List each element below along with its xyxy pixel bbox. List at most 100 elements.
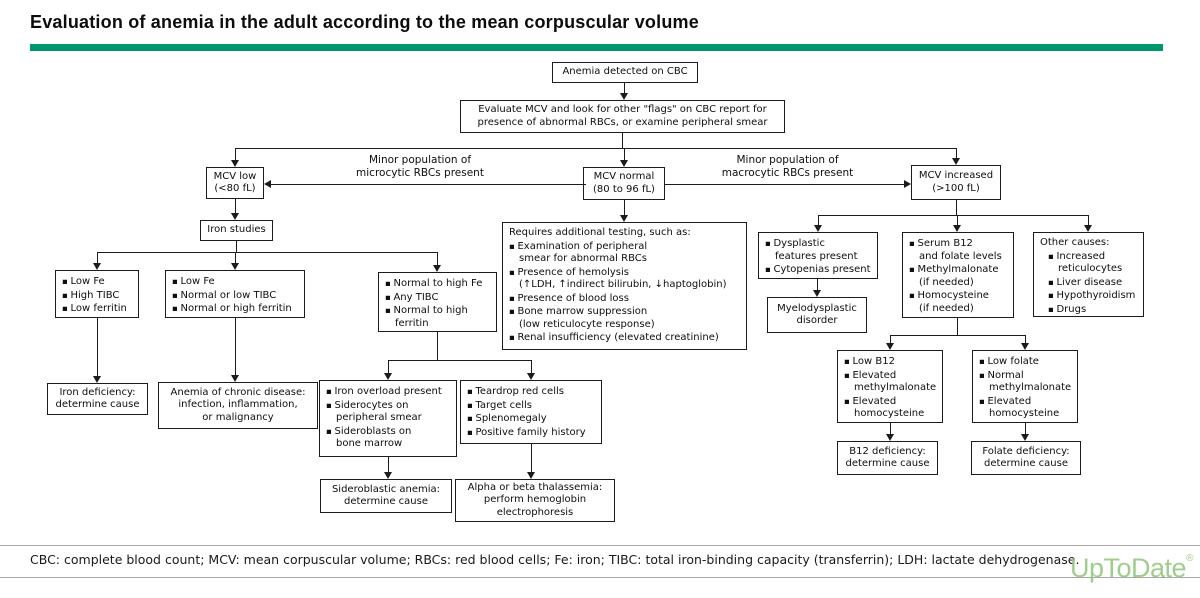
bullet-list: Dysplastic features presentCytopenias pr… — [765, 238, 874, 277]
bullet-item: Normal to high Fe — [385, 278, 493, 291]
bullet-item: Presence of hemolysis (↑LDH, ↑indirect b… — [509, 267, 743, 292]
bullet-list: Serum B12 and folate levelsMethylmalonat… — [909, 238, 1010, 315]
arrowhead-left — [264, 180, 271, 188]
bullet-item: Normal to high ferritin — [385, 305, 493, 330]
node-mcv-increased: MCV increased (>100 fL) — [911, 165, 1001, 200]
arrowhead-down — [813, 290, 821, 297]
bullet-item: Normal methylmalonate — [979, 370, 1074, 395]
connector-line — [235, 199, 236, 213]
connector-line — [235, 148, 956, 149]
node-high-iron-pattern: Normal to high FeAny TIBCNormal to high … — [378, 272, 497, 332]
bullet-item: Teardrop red cells — [467, 386, 598, 399]
label-minor-macrocytic: Minor population of macrocytic RBCs pres… — [721, 154, 854, 179]
bullet-item: Normal or low TIBC — [172, 290, 301, 303]
arrowhead-down — [384, 373, 392, 380]
node-mcv-normal: MCV normal (80 to 96 fL) — [583, 167, 665, 200]
arrowhead-down — [527, 472, 535, 479]
registered-trademark-icon: ® — [1186, 553, 1193, 564]
bullet-item: High TIBC — [62, 290, 135, 303]
connector-line — [235, 148, 236, 160]
connector-line — [665, 184, 904, 185]
bullet-item: Splenomegaly — [467, 413, 598, 426]
bullet-item: Siderocytes on peripheral smear — [326, 400, 453, 425]
bullet-item: Low ferritin — [62, 303, 135, 316]
arrowhead-right — [904, 180, 911, 188]
node-chronic-disease-pattern: Low FeNormal or low TIBCNormal or high f… — [165, 270, 305, 318]
connector-line — [957, 215, 958, 225]
node-teardrop: Teardrop red cellsTarget cellsSplenomega… — [460, 380, 602, 444]
bullet-list: Normal to high FeAny TIBCNormal to high … — [385, 278, 493, 330]
bullet-list: Iron overload presentSiderocytes on peri… — [326, 386, 453, 451]
arrowhead-down — [231, 160, 239, 167]
arrowhead-down — [814, 225, 822, 232]
node-evaluate-mcv: Evaluate MCV and look for other "flags" … — [460, 100, 785, 133]
bullet-item: Hypothyroidism — [1048, 290, 1140, 303]
connector-line — [531, 360, 532, 373]
connector-line — [890, 335, 1025, 336]
connector-line — [97, 252, 98, 263]
node-title: Requires additional testing, such as: — [509, 227, 691, 238]
arrowhead-down — [1084, 225, 1092, 232]
connector-line — [97, 252, 437, 253]
node-mcv-low: MCV low (<80 fL) — [206, 167, 264, 199]
footer-divider-top — [0, 545, 1200, 546]
arrowhead-down — [93, 376, 101, 383]
connector-line — [1088, 215, 1089, 225]
bullet-list: Low B12Elevated methylmalonateElevated h… — [844, 356, 939, 421]
connector-line — [271, 184, 586, 185]
arrowhead-down — [231, 263, 239, 270]
node-other-causes: Other causes: Increased reticulocytesLiv… — [1033, 232, 1144, 317]
bullet-item: Low Fe — [62, 276, 135, 289]
bullet-item: Low Fe — [172, 276, 301, 289]
bullet-item: Positive family history — [467, 427, 598, 440]
node-dysplastic: Dysplastic features presentCytopenias pr… — [758, 232, 878, 279]
connector-line — [622, 133, 623, 148]
arrowhead-down — [886, 434, 894, 441]
node-anemia-detected: Anemia detected on CBC — [552, 62, 698, 83]
node-thalassemia: Alpha or beta thalassemia: perform hemog… — [455, 479, 615, 522]
bullet-item: Target cells — [467, 400, 598, 413]
arrowhead-down — [620, 93, 628, 100]
connector-line — [890, 423, 891, 434]
bullet-list: Low FeHigh TIBCLow ferritin — [62, 276, 135, 316]
connector-line — [624, 148, 625, 160]
bullet-list: Low FeNormal or low TIBCNormal or high f… — [172, 276, 301, 316]
bullet-item: Serum B12 and folate levels — [909, 238, 1010, 263]
uptodate-logo: UpToDate® — [1070, 553, 1193, 584]
bullet-item: Iron overload present — [326, 386, 453, 399]
arrowhead-down — [1021, 343, 1029, 350]
bullet-item: Liver disease — [1048, 277, 1140, 290]
bullet-item: Low folate — [979, 356, 1074, 369]
bullet-item: Presence of blood loss — [509, 293, 743, 306]
connector-line — [388, 360, 531, 361]
connector-line — [531, 444, 532, 472]
connector-line — [890, 335, 891, 343]
bullet-list: Increased reticulocytesLiver diseaseHypo… — [1040, 251, 1140, 317]
bullet-item: Renal insufficiency (elevated creatinine… — [509, 332, 743, 345]
connector-line — [388, 360, 389, 373]
bullet-list: Teardrop red cellsTarget cellsSplenomega… — [467, 386, 598, 439]
node-b12-deficiency: B12 deficiency: determine cause — [837, 441, 938, 475]
abbreviations-text: CBC: complete blood count; MCV: mean cor… — [30, 552, 1080, 567]
footer-divider-bottom — [0, 577, 1200, 578]
connector-line — [1025, 423, 1026, 434]
bullet-item: Bone marrow suppression (low reticulocyt… — [509, 306, 743, 331]
bullet-list: Examination of peripheral smear for abno… — [509, 241, 743, 345]
bullet-item: Dysplastic features present — [765, 238, 874, 263]
uptodate-logo-text: UpToDate — [1070, 553, 1187, 583]
node-low-folate: Low folateNormal methylmalonateElevated … — [972, 350, 1078, 423]
node-low-b12: Low B12Elevated methylmalonateElevated h… — [837, 350, 943, 423]
bullet-item: Cytopenias present — [765, 264, 874, 277]
arrowhead-down — [231, 375, 239, 382]
bullet-item: Normal or high ferritin — [172, 303, 301, 316]
arrowhead-down — [620, 160, 628, 167]
arrowhead-down — [1021, 434, 1029, 441]
arrowhead-down — [620, 215, 628, 222]
connector-line — [817, 279, 818, 290]
node-folate-deficiency: Folate deficiency: determine cause — [971, 441, 1081, 475]
node-iron-deficiency: Iron deficiency: determine cause — [47, 383, 148, 415]
connector-line — [624, 83, 625, 93]
node-requires-additional-testing: Requires additional testing, such as: Ex… — [502, 222, 747, 350]
connector-line — [236, 241, 237, 252]
